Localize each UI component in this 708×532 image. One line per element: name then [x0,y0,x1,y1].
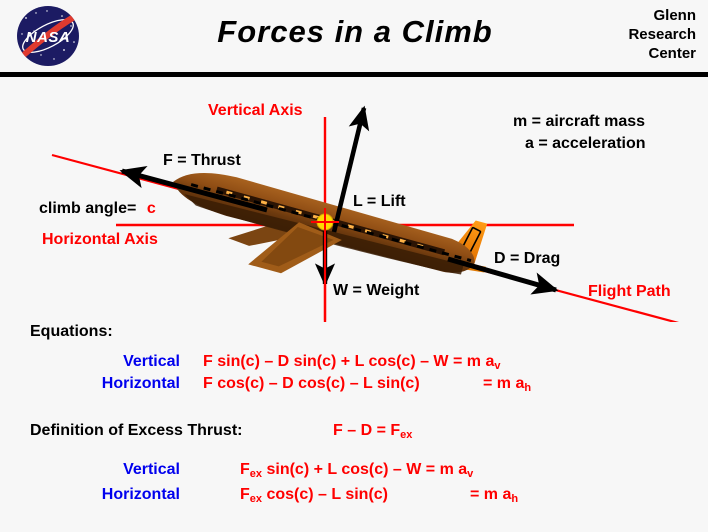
lift-label: L = Lift [353,193,406,210]
excess-subscript: v [467,468,474,480]
excess-thrust-heading: Definition of Excess Thrust: [30,422,243,439]
excess-expr-text: cos(c) – L sin(c) [262,486,388,503]
thrust-vector-arrow [119,166,268,213]
lift-vector-arrow [331,105,370,233]
header-divider [0,72,708,77]
excess-lead: F [240,486,250,503]
excess-lead-subscript: ex [249,493,263,505]
mass-definition: m = aircraft mass [513,113,646,130]
excess-direction-vertical: Vertical [123,461,180,478]
thrust-label: F = Thrust [163,152,241,169]
drag-label: D = Drag [494,250,561,267]
equations-section: Equations: Vertical F sin(c) – D sin(c) … [0,318,708,532]
excess-expr-text: sin(c) + L cos(c) – W = m a [262,461,468,478]
flight-path-label: Flight Path [588,283,671,300]
equation-direction-horizontal-1: Horizontal [101,375,180,392]
research-center-name: Glenn Research Center [576,6,696,63]
weight-label: W = Weight [333,282,420,299]
vertical-axis-label: Vertical Axis [208,102,303,119]
climb-angle-text: climb angle= [39,200,137,217]
equation-expr-text: F sin(c) – D sin(c) + L cos(c) – W = m a [203,353,495,370]
page-title: Forces in a Climb [217,14,493,49]
excess-def-text: F – D = F [333,422,401,439]
excess-tail-text: = m a [470,486,512,503]
drag-vector-arrow [447,256,559,295]
nasa-wordmark: NASA [26,29,71,46]
excess-lead-subscript: ex [249,468,263,480]
forces-diagram: Vertical Axis F = Thrust climb angle= c … [0,77,708,322]
equation-expr-text: F cos(c) – D cos(c) – L sin(c) [203,375,420,392]
climb-angle-symbol: c [146,200,156,217]
equation-subscript: v [494,360,501,372]
center-line-2: Research [628,26,696,43]
equations-heading: Equations: [30,323,113,340]
nasa-meatball-icon: NASA [17,6,79,66]
center-line-1: Glenn [653,7,696,24]
excess-direction-horizontal: Horizontal [101,486,180,503]
acceleration-definition: a = acceleration [525,135,646,152]
diagram-graphics [51,105,680,322]
excess-expression-vertical: Fex sin(c) + L cos(c) – W = m av [240,461,473,480]
equation-expression-horizontal-1: F cos(c) – D cos(c) – L sin(c) [203,375,420,393]
excess-thrust-definition: F – D = Fex [333,422,412,441]
equation-tail-text: = m a [483,375,525,392]
center-line-3: Center [648,45,696,62]
excess-def-subscript: ex [400,429,413,441]
excess-lead: F [240,461,250,478]
nasa-logo: NASA [14,4,82,68]
equation-direction-vertical-1: Vertical [123,353,180,370]
equation-expression-vertical-1: F sin(c) – D sin(c) + L cos(c) – W = m a… [203,353,500,372]
climb-angle-label: climb angle= c [39,200,156,218]
equation-tail-horizontal-1: = m ah [483,375,531,394]
aircraft-near-wing-shade [261,227,334,267]
equation-subscript: h [524,382,532,394]
excess-tail-horizontal: = m ah [470,486,518,505]
excess-expression-horizontal: Fex cos(c) – L sin(c) [240,486,388,505]
horizontal-axis-label: Horizontal Axis [42,231,158,248]
excess-subscript: h [511,493,519,505]
figure-header: NASA Forces in a Climb Glenn Research Ce… [0,0,708,72]
